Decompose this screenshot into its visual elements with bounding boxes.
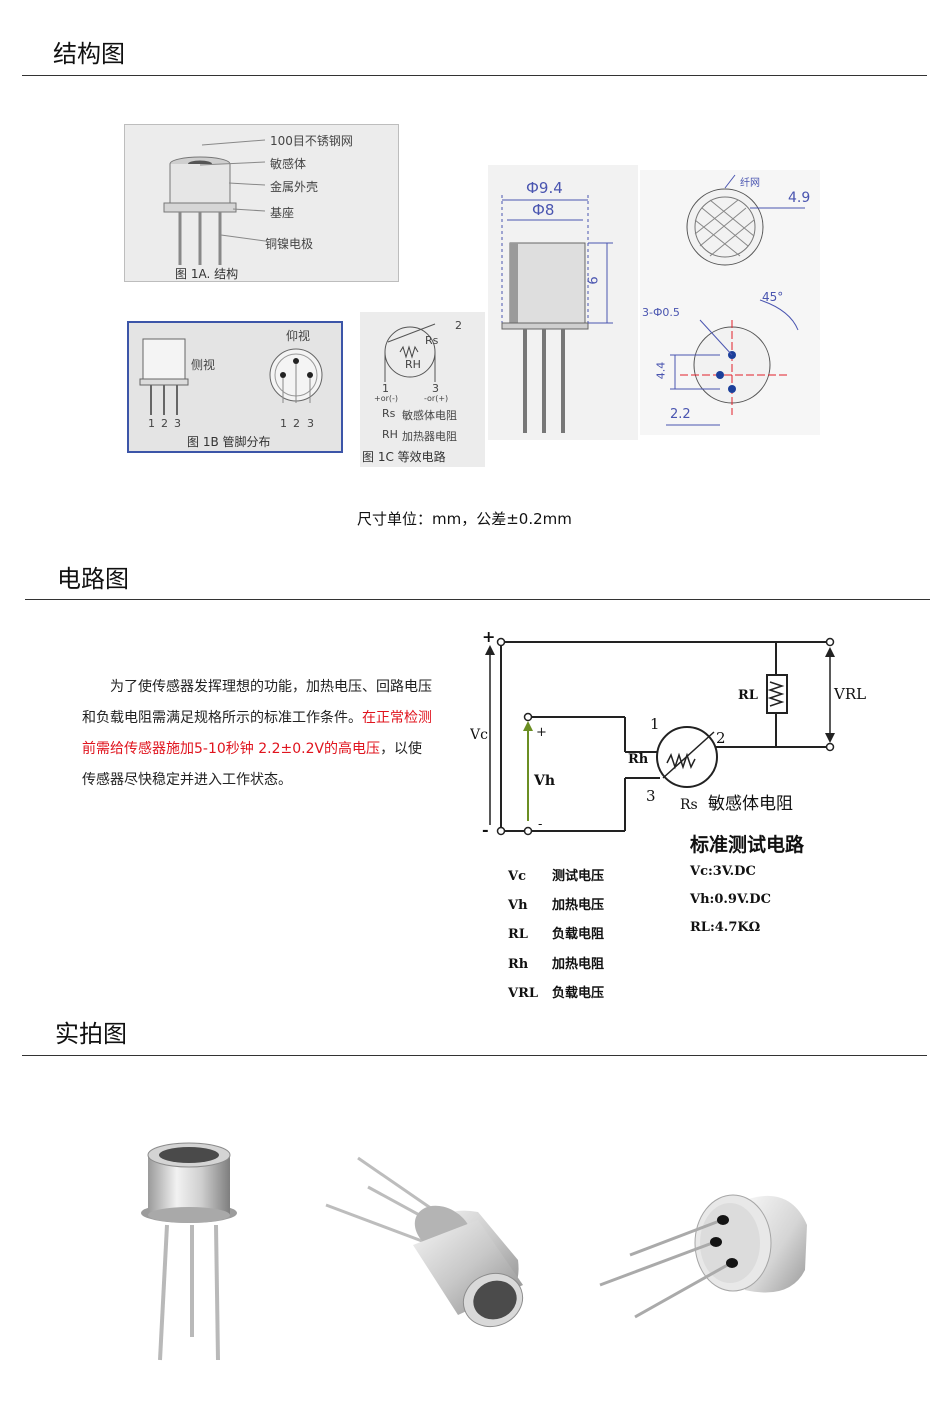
legend-value: 测试电压 [552,869,605,884]
circuit-rl: RL [738,688,758,703]
equivalent-circuit-drawing [384,323,436,382]
label-mesh: 100目不锈钢网 [270,134,353,148]
section-divider [22,1055,927,1056]
label-side-view: 侧视 [191,358,216,372]
dim-mesh-label: 纤网 [740,178,760,189]
photo-sensor-upright [141,1142,237,1361]
legend-row-vrl: VRL 负载电压 [508,982,604,1001]
legend-value: 负载电阻 [552,927,605,942]
standard-test-circuit: + - Vc + Vh - RL VRL Rh 1 2 3 Rs 敏感体电阻 标… [470,627,866,856]
pin-3-side: 3 [174,417,181,430]
spec-vc: Vc:3V.DC [690,864,756,879]
description-text-end: ，以使传感器尽快稳定并进入工作状态。 [82,741,423,788]
fig1c-pin3-sign: -or(+) [424,394,449,403]
label-metal-shell: 金属外壳 [270,180,319,194]
circuit-rh: Rh [628,752,649,767]
sensor-cutaway-drawing [163,139,266,265]
circuit-node-1: 1 [650,715,660,733]
circuit-rs: Rs [680,797,698,813]
circuit-rs-desc: 敏感体电阻 [708,794,793,814]
circuit-vh-minus: - [538,817,542,832]
legend-key: Rh [508,957,529,972]
section-title-circuit: 电路图 [57,565,129,593]
legend-row-vc: Vc 测试电压 [508,865,604,884]
circuit-node-3: 3 [646,787,656,805]
dim-holes: 3-Ф0.5 [642,306,680,319]
circuit-plus: + [482,627,495,646]
fig1c-pin1: 1 [382,382,389,395]
label-bottom-view: 仰视 [286,329,311,343]
pin-3-bottom: 3 [307,417,314,430]
circuit-node-2: 2 [716,729,726,747]
label-sensitive-body: 敏感体 [270,157,307,171]
fig1c-rh: RH [405,358,421,371]
section-divider [22,75,927,76]
fig1c-pin3: 3 [432,382,439,395]
figure-1a-structure: 100目不锈钢网 敏感体 金属外壳 基座 铜镍电极 图 1A. 结构 [124,124,399,282]
top-bottom-dimension-svg [666,174,805,426]
side-dimension-svg [501,195,613,433]
circuit-title: 标准测试电路 [690,833,805,856]
legend-key: RL [508,927,528,942]
pin-2-side: 2 [161,417,168,430]
legend-row-vh: Vh 加热电压 [508,894,604,913]
legend-value: 负载电压 [552,986,605,1001]
fig1c-legend-rs: 敏感体电阻 [402,409,457,422]
label-base: 基座 [270,206,295,220]
dim-4-4: 4.4 [654,361,668,380]
dim-height-6: 6 [586,276,602,285]
units-note: 尺寸单位：mm，公差±0.2mm [357,510,572,528]
photo-sensor-bottom [599,1194,807,1319]
pinout-drawing [139,338,323,415]
fig1c-rs: Rs [425,334,439,347]
circuit-minus: - [482,820,489,839]
fig1c-legend-rh: 加热器电阻 [402,430,457,443]
dim-diameter-9-4: Ф9.4 [526,179,563,197]
pin-1-side: 1 [148,417,155,430]
spec-rl: RL:4.7KΩ [690,920,761,935]
label-electrode: 铜镍电极 [265,237,314,251]
legend-key: Vc [508,869,527,884]
legend-value: 加热电阻 [552,957,605,972]
photo-sensor-tilted [325,1156,524,1327]
section-title-structure: 结构图 [53,40,125,68]
legend-key: Vh [508,898,528,913]
section-divider [25,599,930,600]
dim-4-9: 4.9 [788,190,811,206]
pin-2-bottom: 2 [293,417,300,430]
legend-row-rl: RL 负载电阻 [508,923,604,942]
legend-value: 加热电压 [552,898,605,913]
dim-45-deg: 45° [762,290,784,304]
circuit-vh-plus: + [536,725,547,740]
description-warning: 在正常检测前需给传感器施加5-10秒钟 2.2±0.2V的高电压 [82,710,432,757]
circuit-vrl: VRL [833,685,866,703]
fig1c-legend-rh-key: RH [382,428,398,441]
dim-diameter-8: Ф8 [532,201,555,219]
dim-2-2: 2.2 [670,407,691,422]
section-title-photos: 实拍图 [55,1020,127,1048]
fig1c-legend-rs-key: Rs [382,407,396,420]
pin-1-bottom: 1 [280,417,287,430]
dimension-top-bottom-drawing: 纤网 4.9 3-Ф0.5 45° 4.4 2.2 [640,170,820,435]
description-text: 为了使传感器发挥理想的功能，加热电压、回路电压和负载电阻需满足规格所示的标准工作… [82,679,432,726]
dimension-side-drawing: Ф9.4 Ф8 6 [488,165,638,440]
figure-1c-equivalent-circuit: 2 Rs RH 1 3 +or(-) -or(+) Rs 敏感体电阻 RH 加热… [360,312,485,467]
caption-fig-1b: 图 1B 管脚分布 [187,435,271,449]
circuit-vh: Vh [533,773,555,789]
legend-key: VRL [508,986,539,1001]
fig1c-pin1-sign: +or(-) [374,394,399,403]
spec-vh: Vh:0.9V.DC [690,892,771,907]
legend-row-rh: Rh 加热电阻 [508,953,604,972]
figure-1b-pinout: 侧视 仰视 1 2 3 1 2 3 图 1B 管脚分布 [127,321,343,453]
circuit-vc: Vc [470,727,488,743]
caption-fig-1c: 图 1C 等效电路 [362,450,446,464]
caption-fig-1a: 图 1A. 结构 [175,267,239,281]
circuit-description: 为了使传感器发挥理想的功能，加热电压、回路电压和负载电阻需满足规格所示的标准工作… [82,672,432,796]
fig1c-pin2: 2 [455,319,462,332]
